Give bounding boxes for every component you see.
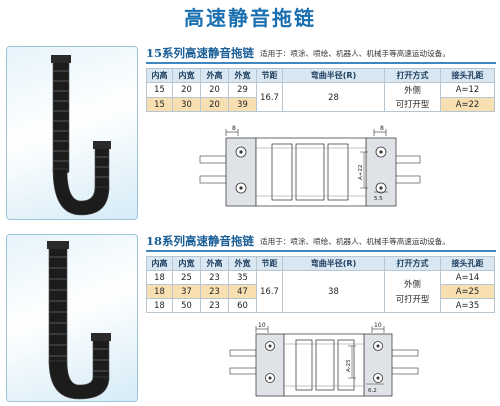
open-type-line: 可打开型 [395, 293, 430, 304]
cell-pitch: 16.7 [256, 82, 283, 112]
table-row-highlighted: 18 37 23 47 A=25 [146, 284, 495, 299]
dim-label-vertical: A-25 [346, 359, 352, 372]
spec-table-18: 内高 内宽 外高 外宽 节距 弯曲半径(R) 打开方式 接头孔距 18 25 2… [146, 256, 495, 313]
col-header: 打开方式 [384, 256, 441, 271]
dim-label-right: 8 [380, 125, 384, 132]
section-note: 适用于：喷涂、喷绘、机器人、机械手等高速运动设备。 [260, 237, 450, 246]
table-row: 18 50 23 60 A=35 [146, 298, 495, 313]
table-header-row: 内高 内宽 外高 外宽 节距 弯曲半径(R) 打开方式 接头孔距 [146, 256, 495, 271]
cell-outer-height: 23 [200, 298, 229, 313]
chain-link-diagram-15: 8 8 A+22 5.5 [199, 125, 421, 207]
col-header: 内宽 [172, 68, 201, 83]
cell-outer-width: 47 [228, 284, 257, 299]
col-header: 打开方式 [384, 68, 441, 83]
table-row: 15 20 20 29 16.7 28 外侧 可打开型 A=12 [146, 82, 495, 112]
drag-chain-image [51, 55, 111, 216]
col-header: 接头孔距 [440, 256, 495, 271]
col-header: 节距 [256, 68, 283, 83]
cell-hole-spacing: A=22 [440, 96, 495, 112]
cell-outer-height: 20 [200, 82, 229, 98]
dim-label-small: 6.2 [368, 388, 377, 394]
section-title: 18系列高速静音拖链 [146, 234, 255, 248]
cell-open-type: 外侧 可打开型 [384, 82, 441, 112]
cell-inner-height: 15 [146, 96, 173, 112]
col-header: 内高 [146, 256, 173, 271]
cell-outer-height: 23 [200, 270, 229, 285]
col-header: 弯曲半径(R) [282, 68, 385, 83]
cell-radius: 28 [282, 82, 385, 112]
cell-inner-height: 18 [146, 284, 173, 299]
open-type-line: 可打开型 [395, 99, 430, 109]
chain-link-diagram-18: 10 10 A-25 6.2 [229, 322, 419, 397]
dim-label-vertical: A+22 [358, 165, 364, 180]
open-type-line: 外侧 [404, 85, 421, 95]
col-header: 外高 [200, 68, 229, 83]
cell-inner-width: 37 [172, 284, 201, 299]
section-header-15: 15系列高速静音拖链 适用于：喷涂、喷绘、机器人、机械手等高速运动设备。 [146, 44, 496, 64]
table-header-row: 内高 内宽 外高 外宽 节距 弯曲半径(R) 打开方式 接头孔距 [146, 68, 495, 83]
col-header: 外宽 [228, 68, 257, 83]
spec-table-15: 内高 内宽 外高 外宽 节距 弯曲半径(R) 打开方式 接头孔距 15 20 2… [146, 68, 495, 112]
cell-hole-spacing: A=35 [440, 298, 495, 313]
table-row-highlighted: 15 30 20 39 A=22 [146, 96, 495, 112]
col-header: 外高 [200, 256, 229, 271]
dim-label-left: 8 [232, 125, 236, 132]
cell-outer-width: 35 [228, 270, 257, 285]
cell-inner-width: 30 [172, 96, 201, 112]
cell-open-type: 外侧 可打开型 [384, 270, 441, 313]
cell-outer-width: 60 [228, 298, 257, 313]
section-title: 15系列高速静音拖链 [146, 46, 255, 60]
cell-hole-spacing: A=12 [440, 82, 495, 98]
cell-hole-spacing: A=14 [440, 270, 495, 285]
cell-hole-spacing: A=25 [440, 284, 495, 299]
open-type-line: 外侧 [404, 278, 421, 289]
dim-label-right: 10 [374, 322, 382, 329]
cell-inner-height: 18 [146, 298, 173, 313]
section-note: 适用于：喷涂、喷绘、机器人、机械手等高速运动设备。 [260, 49, 450, 58]
chain-photo-15 [6, 46, 138, 220]
col-header: 接头孔距 [440, 68, 495, 83]
cell-inner-height: 18 [146, 270, 173, 285]
drag-chain-image [47, 241, 111, 400]
cell-inner-width: 25 [172, 270, 201, 285]
dim-label-left: 10 [258, 322, 266, 329]
col-header: 节距 [256, 256, 283, 271]
cell-inner-width: 50 [172, 298, 201, 313]
cell-outer-height: 20 [200, 96, 229, 112]
col-header: 内高 [146, 68, 173, 83]
cell-pitch: 16.7 [256, 270, 283, 313]
section-header-18: 18系列高速静音拖链 适用于：喷涂、喷绘、机器人、机械手等高速运动设备。 [146, 232, 496, 252]
cell-outer-width: 29 [228, 82, 257, 98]
cell-outer-width: 39 [228, 96, 257, 112]
page-title: 高速静音拖链 [184, 6, 316, 30]
col-header: 外宽 [228, 256, 257, 271]
cell-inner-height: 15 [146, 82, 173, 98]
cell-inner-width: 20 [172, 82, 201, 98]
chain-photo-18 [6, 234, 138, 402]
dim-label-small: 5.5 [374, 196, 383, 202]
cell-radius: 38 [282, 270, 385, 313]
col-header: 弯曲半径(R) [282, 256, 385, 271]
col-header: 内宽 [172, 256, 201, 271]
table-row: 18 25 23 35 16.7 38 外侧 可打开型 A=14 [146, 270, 495, 313]
cell-outer-height: 23 [200, 284, 229, 299]
